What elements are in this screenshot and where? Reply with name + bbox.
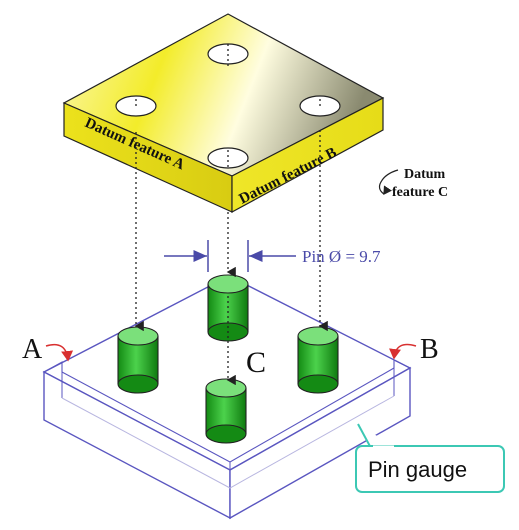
datum-c-line2: feature C xyxy=(392,185,448,200)
gauge-base-front-right xyxy=(229,366,411,520)
letter-c: C xyxy=(246,346,266,379)
datum-c-callout: Datum feature C xyxy=(378,167,448,200)
pin-front xyxy=(205,378,247,444)
datum-c-arrow xyxy=(378,169,399,195)
arrow-a-icon xyxy=(45,343,74,362)
projection-lines xyxy=(134,44,328,386)
pin-diameter-label: Pin Ø = 9.7 xyxy=(302,247,381,266)
letter-b: B xyxy=(420,334,439,365)
datum-c-line1: Datum xyxy=(404,167,446,182)
datum-plate: Datum feature A Datum feature B xyxy=(62,13,385,214)
pin-gauge-box xyxy=(355,445,505,493)
pin-left xyxy=(117,326,159,394)
gauge-base xyxy=(42,275,412,520)
pin-right xyxy=(297,326,339,394)
letter-a: A xyxy=(22,334,43,365)
plate-side-b xyxy=(231,97,384,214)
pin-gauge-label: Pin gauge xyxy=(368,457,467,482)
arrow-b-icon xyxy=(389,343,417,360)
hole-icon xyxy=(207,147,249,169)
pin-gauge-callout: Pin gauge xyxy=(355,423,505,493)
pin-diameter-dimension: Pin Ø = 9.7 xyxy=(164,240,381,272)
